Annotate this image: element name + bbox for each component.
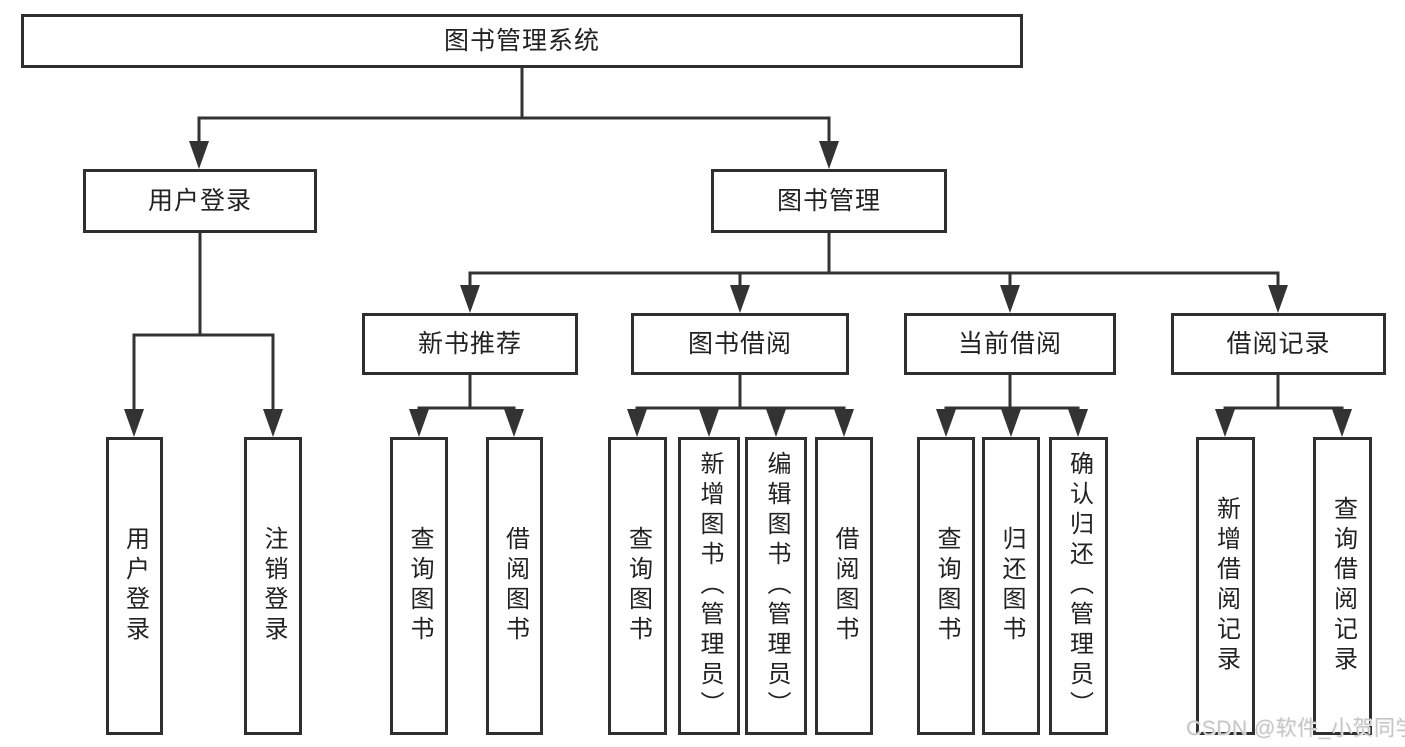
leaf-add-books-admin: 新增图书（管理员） <box>678 437 740 735</box>
connector-borrow-records-children <box>1223 406 1344 412</box>
leaf-query-books-c: 查询图书 <box>917 437 975 735</box>
node-borrow-records-label: 借阅记录 <box>1226 329 1331 358</box>
leaf-query-borrow-record-label: 查询借阅记录 <box>1329 496 1357 676</box>
arrowhead-down-icon <box>819 141 839 169</box>
leaf-return-books-label: 归还图书 <box>998 526 1025 646</box>
leaf-logout-label: 注销登录 <box>260 526 287 646</box>
connector-book-mgmt-children <box>468 271 1280 288</box>
node-book-borrow: 图书借阅 <box>631 313 849 375</box>
leaf-user-login: 用户登录 <box>106 437 163 735</box>
arrowhead-down-icon <box>1000 285 1020 313</box>
leaf-logout: 注销登录 <box>244 437 302 735</box>
arrowhead-down-icon <box>263 409 283 437</box>
leaf-confirm-return-admin: 确认归还（管理员） <box>1049 437 1108 735</box>
node-new-book-recommend: 新书推荐 <box>362 313 578 375</box>
node-user-login: 用户登录 <box>83 169 317 233</box>
leaf-return-books: 归还图书 <box>982 437 1040 735</box>
arrowhead-down-icon <box>189 141 209 169</box>
connector-user-login-children <box>132 333 275 412</box>
watermark: CSDN @软件_小贺同学 <box>1186 717 1405 740</box>
leaf-add-borrow-record-label: 新增借阅记录 <box>1212 496 1240 676</box>
arrowhead-down-icon <box>1068 409 1088 437</box>
node-user-login-label: 用户登录 <box>147 186 252 215</box>
node-book-borrow-label: 图书借阅 <box>687 329 792 358</box>
node-book-management-label: 图书管理 <box>776 186 881 215</box>
leaf-add-borrow-record: 新增借阅记录 <box>1196 437 1255 735</box>
leaf-query-books-b-label: 查询图书 <box>624 526 652 646</box>
leaf-borrow-books-a-label: 借阅图书 <box>501 526 529 646</box>
leaf-borrow-books-a: 借阅图书 <box>486 437 543 735</box>
leaf-query-books-b: 查询图书 <box>608 437 667 735</box>
leaf-query-books-c-label: 查询图书 <box>933 526 960 646</box>
leaf-query-books-a-label: 查询图书 <box>406 526 433 646</box>
arrowhead-down-icon <box>834 409 854 437</box>
arrowhead-down-icon <box>1215 409 1235 437</box>
arrowhead-down-icon <box>124 409 144 437</box>
leaf-borrow-books-b-label: 借阅图书 <box>831 526 858 646</box>
node-root: 图书管理系统 <box>21 14 1023 68</box>
leaf-borrow-books-b: 借阅图书 <box>815 437 873 735</box>
arrowhead-down-icon <box>730 285 750 313</box>
leaf-confirm-return-admin-label: 确认归还（管理员） <box>1065 451 1093 721</box>
arrowhead-down-icon <box>627 409 647 437</box>
node-new-book-recommend-label: 新书推荐 <box>417 329 522 358</box>
arrowhead-down-icon <box>504 409 524 437</box>
node-current-borrow-label: 当前借阅 <box>957 329 1062 358</box>
node-book-management: 图书管理 <box>711 169 947 233</box>
arrowhead-down-icon <box>1001 409 1021 437</box>
node-current-borrow: 当前借阅 <box>904 313 1116 375</box>
arrowhead-down-icon <box>699 409 719 437</box>
leaf-user-login-label: 用户登录 <box>121 526 149 646</box>
leaf-query-books-a: 查询图书 <box>390 437 448 735</box>
arrowhead-down-icon <box>766 409 786 437</box>
leaf-edit-books-admin-label: 编辑图书（管理员） <box>763 451 790 721</box>
connector-root-children <box>197 116 831 146</box>
connector-book-borrow-children <box>635 406 846 412</box>
leaf-query-borrow-record: 查询借阅记录 <box>1313 437 1372 735</box>
leaf-add-books-admin-label: 新增图书（管理员） <box>696 451 723 721</box>
arrowhead-down-icon <box>460 285 480 313</box>
node-borrow-records: 借阅记录 <box>1171 313 1386 375</box>
node-root-label: 图书管理系统 <box>443 26 600 55</box>
arrowhead-down-icon <box>1268 285 1288 313</box>
connector-new-book-children <box>417 406 516 412</box>
arrowhead-down-icon <box>936 409 956 437</box>
arrowhead-down-icon <box>1332 409 1352 437</box>
arrowhead-down-icon <box>409 409 429 437</box>
leaf-edit-books-admin: 编辑图书（管理员） <box>745 437 807 735</box>
